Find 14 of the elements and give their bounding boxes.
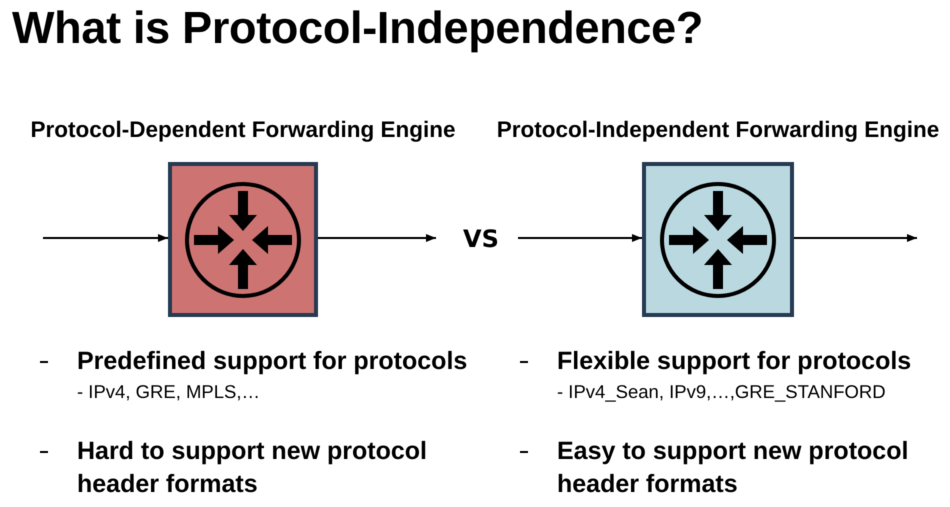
engine-heading: Protocol-Dependent Forwarding Engine: [30, 117, 456, 143]
vs-text: VS: [463, 225, 499, 253]
arrow: [318, 234, 436, 242]
bullet-text: Easy to support new protocol header formats: [557, 436, 910, 500]
arrow: [518, 234, 642, 242]
engine-heading: Protocol-Independent Forwarding Engine: [496, 117, 940, 143]
arrow: [43, 234, 168, 242]
example-text: - IPv4_Sean, IPv9,…,GRE_STANFORD: [557, 381, 886, 403]
example-text: - IPv4, GRE, MPLS,…: [77, 381, 260, 403]
bullet-text: Hard to support new protocol header formats: [77, 436, 428, 500]
bullet-text: Flexible support for protocols: [557, 346, 912, 377]
bullet-text: Predefined support for protocols: [77, 346, 468, 377]
slide-title: What is Protocol-Independence?: [12, 2, 704, 54]
arrow: [794, 234, 917, 242]
